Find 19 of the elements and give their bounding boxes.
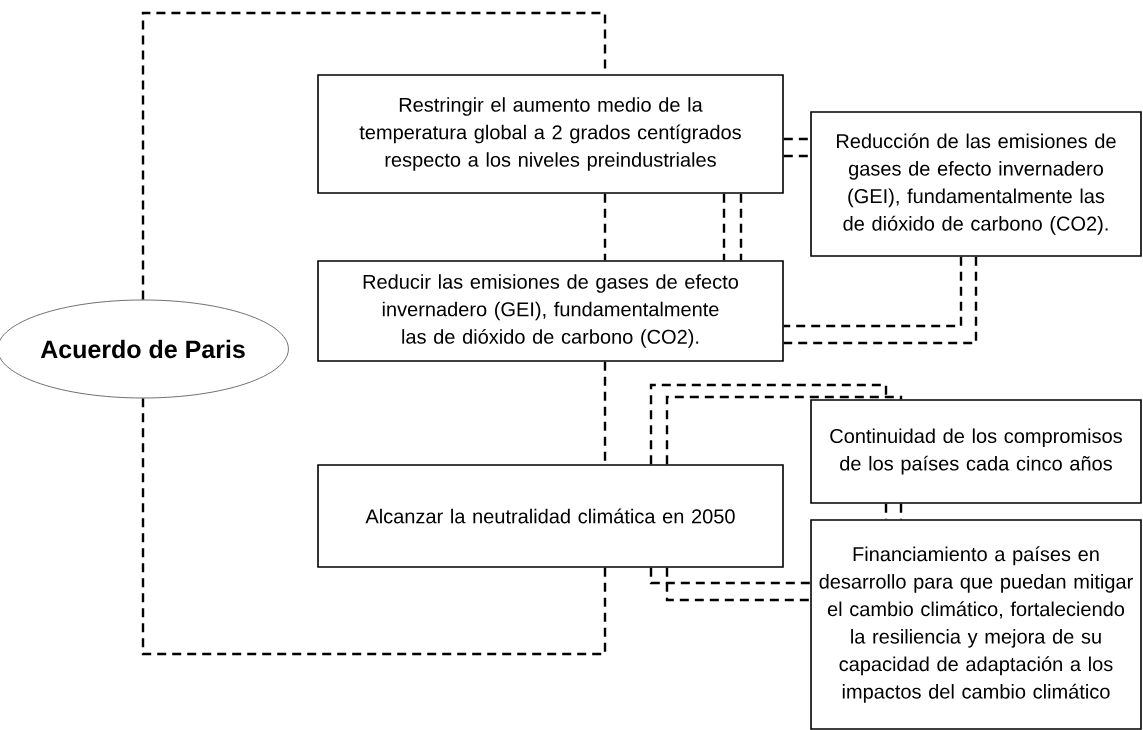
dashed-connector bbox=[665, 567, 811, 602]
dashed-connector bbox=[783, 256, 963, 328]
dashed-connector bbox=[783, 154, 811, 158]
dashed-connector bbox=[141, 398, 607, 656]
dashed-connector bbox=[722, 193, 726, 261]
dashed-connector bbox=[649, 383, 888, 465]
text-box: Continuidad de los compromisos de los países cada cinco años bbox=[810, 399, 1142, 504]
text-box: Reducir las emisiones de gases de efecto invernadero (GEI), fundamentalmente las de dióxido de carbono (CO2). bbox=[317, 260, 784, 362]
dashed-connector bbox=[603, 193, 607, 261]
text-box: Alcanzar la neutralidad climática en 2050 bbox=[317, 464, 784, 568]
dashed-connector bbox=[783, 137, 811, 141]
dashed-connector bbox=[665, 395, 903, 465]
text-box: Financiamiento a países en desarrollo para que puedan mitigar el cambio climático, fortaleciendo la resiliencia y mejora de su capacidad de adaptación a los impactos del cambio climático bbox=[810, 519, 1142, 730]
dashed-connector bbox=[739, 193, 743, 261]
dashed-connector bbox=[649, 567, 811, 585]
dashed-connector bbox=[141, 11, 607, 300]
dashed-connector bbox=[783, 256, 978, 345]
text-box: Reducción de las emisiones de gases de efecto invernadero (GEI), fundamentalmente las de dióxido de carbono (CO2). bbox=[810, 111, 1142, 257]
text-box: Restringir el aumento medio de la temperatura global a 2 grados centígrados respecto a los niveles preindustriales bbox=[317, 74, 784, 194]
